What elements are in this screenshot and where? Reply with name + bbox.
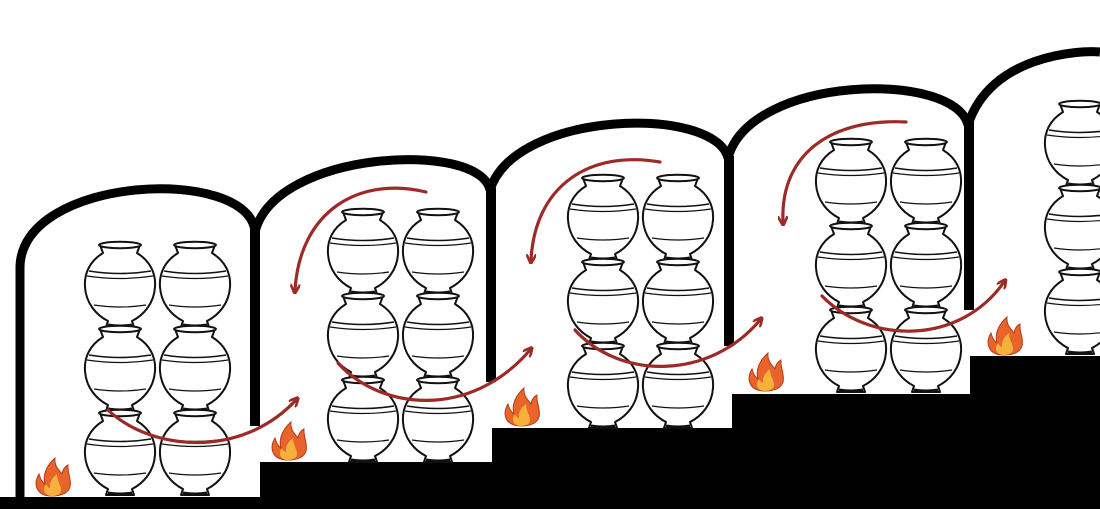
pot-icon <box>401 207 475 296</box>
vault-chamber-1 <box>15 184 260 500</box>
pot-icon <box>566 173 640 262</box>
flow-arrow-icon <box>573 320 760 368</box>
vault-chamber-5 <box>963 47 1100 127</box>
chamber-2-pots <box>326 207 475 464</box>
pot-icon <box>326 375 400 464</box>
kiln-floor <box>0 356 1100 509</box>
pot-icon <box>641 341 715 430</box>
divider-wall-2 <box>486 188 496 382</box>
fire-icon <box>987 316 1023 356</box>
pot-icon <box>814 137 888 226</box>
pot-icon <box>889 221 963 310</box>
pot-icon <box>158 324 232 413</box>
pot-icon <box>641 173 715 262</box>
divider-wall-3 <box>724 156 734 346</box>
chamber-4-pots <box>814 137 963 394</box>
flow-arrow-icon <box>106 400 296 445</box>
heat-flow-arrows <box>106 120 1004 445</box>
fire-icon <box>504 387 540 427</box>
pot-icon <box>566 341 640 430</box>
chamber-1-pots <box>83 240 232 497</box>
divider-wall-4 <box>964 122 974 310</box>
flow-arrow-icon <box>295 186 428 290</box>
fire-icon <box>35 457 71 497</box>
vault-chamber-2 <box>250 155 495 234</box>
pot-icon <box>889 305 963 394</box>
flow-arrow-icon <box>336 350 530 402</box>
fire-icon <box>748 352 784 392</box>
pot-icon <box>401 291 475 380</box>
pot-icon <box>1043 267 1100 356</box>
pot-icon <box>158 240 232 329</box>
pot-icon <box>566 257 640 346</box>
pot-icon <box>889 137 963 226</box>
pot-icon <box>1043 99 1100 188</box>
vault-chamber-3 <box>485 118 733 192</box>
flow-arrow-icon <box>531 158 662 260</box>
kiln-vaults <box>15 47 1100 500</box>
flow-arrow-icon <box>820 282 1004 333</box>
chamber-3-pots <box>566 173 715 430</box>
pot-icon <box>814 305 888 394</box>
pot-icon <box>814 221 888 310</box>
vault-chamber-4 <box>723 84 973 160</box>
divider-wall-1 <box>250 230 260 426</box>
chamber-5-pots <box>1043 99 1100 356</box>
pot-icon <box>83 240 157 329</box>
flow-arrow-icon <box>783 120 908 222</box>
pot-icon <box>83 324 157 413</box>
fire-icon <box>271 421 307 461</box>
pot-icon <box>641 257 715 346</box>
pot-icon <box>401 375 475 464</box>
pot-icon <box>158 408 232 497</box>
pot-icon <box>1043 183 1100 272</box>
pot-icon <box>326 207 400 296</box>
pot-icon <box>83 408 157 497</box>
kiln-divider-walls <box>250 122 974 426</box>
